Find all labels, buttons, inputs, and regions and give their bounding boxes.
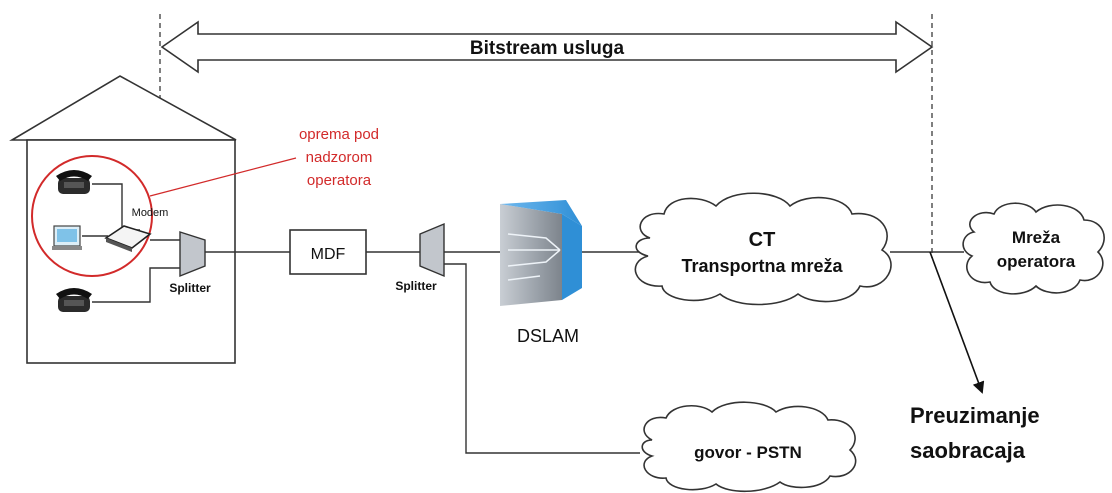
operator-note-line-2: nadzorom (306, 149, 373, 166)
operator-note-line-3: operatora (307, 172, 372, 189)
computer-icon (52, 225, 82, 250)
exchange-splitter (419, 222, 445, 278)
pstn-cloud-label: govor - PSTN (694, 443, 802, 462)
handover-label-line-2: saobracaja (910, 438, 1026, 463)
operator-note-line-1: oprema pod (299, 126, 379, 143)
operator-equipment-circle (31, 155, 153, 277)
dslam-label: DSLAM (517, 326, 579, 346)
ct-cloud-title: CT (749, 229, 776, 251)
dslam-device (500, 200, 582, 306)
customer-splitter-label: Splitter (169, 281, 211, 295)
ct-cloud-subtitle: Transportna mreža (681, 256, 843, 276)
exchange-splitter-label: Splitter (395, 279, 437, 293)
handover-label-line-1: Preuzimanje (910, 403, 1040, 428)
pstn-voice-cloud (641, 401, 857, 493)
phone-icon (56, 288, 92, 312)
mdf-box (289, 229, 367, 275)
house-roof (9, 75, 237, 141)
ct-transport-cloud (634, 192, 892, 306)
operator-network-cloud (962, 202, 1105, 295)
phone-icon (56, 170, 92, 194)
mdf-label: MDF (311, 246, 346, 263)
customer-splitter (179, 231, 206, 278)
bitstream-double-arrow (160, 20, 934, 74)
handover-pointer-arrow (929, 251, 985, 394)
bitstream-service-label: Bitstream usluga (470, 38, 625, 59)
operator-cloud-line-2: operatora (997, 252, 1076, 271)
operator-cloud-line-1: Mreža (1012, 228, 1061, 247)
modem-icon (104, 225, 152, 252)
modem-label: Modem (132, 207, 169, 219)
operator-note-pointer (149, 157, 297, 197)
customer-wiring (82, 183, 964, 454)
